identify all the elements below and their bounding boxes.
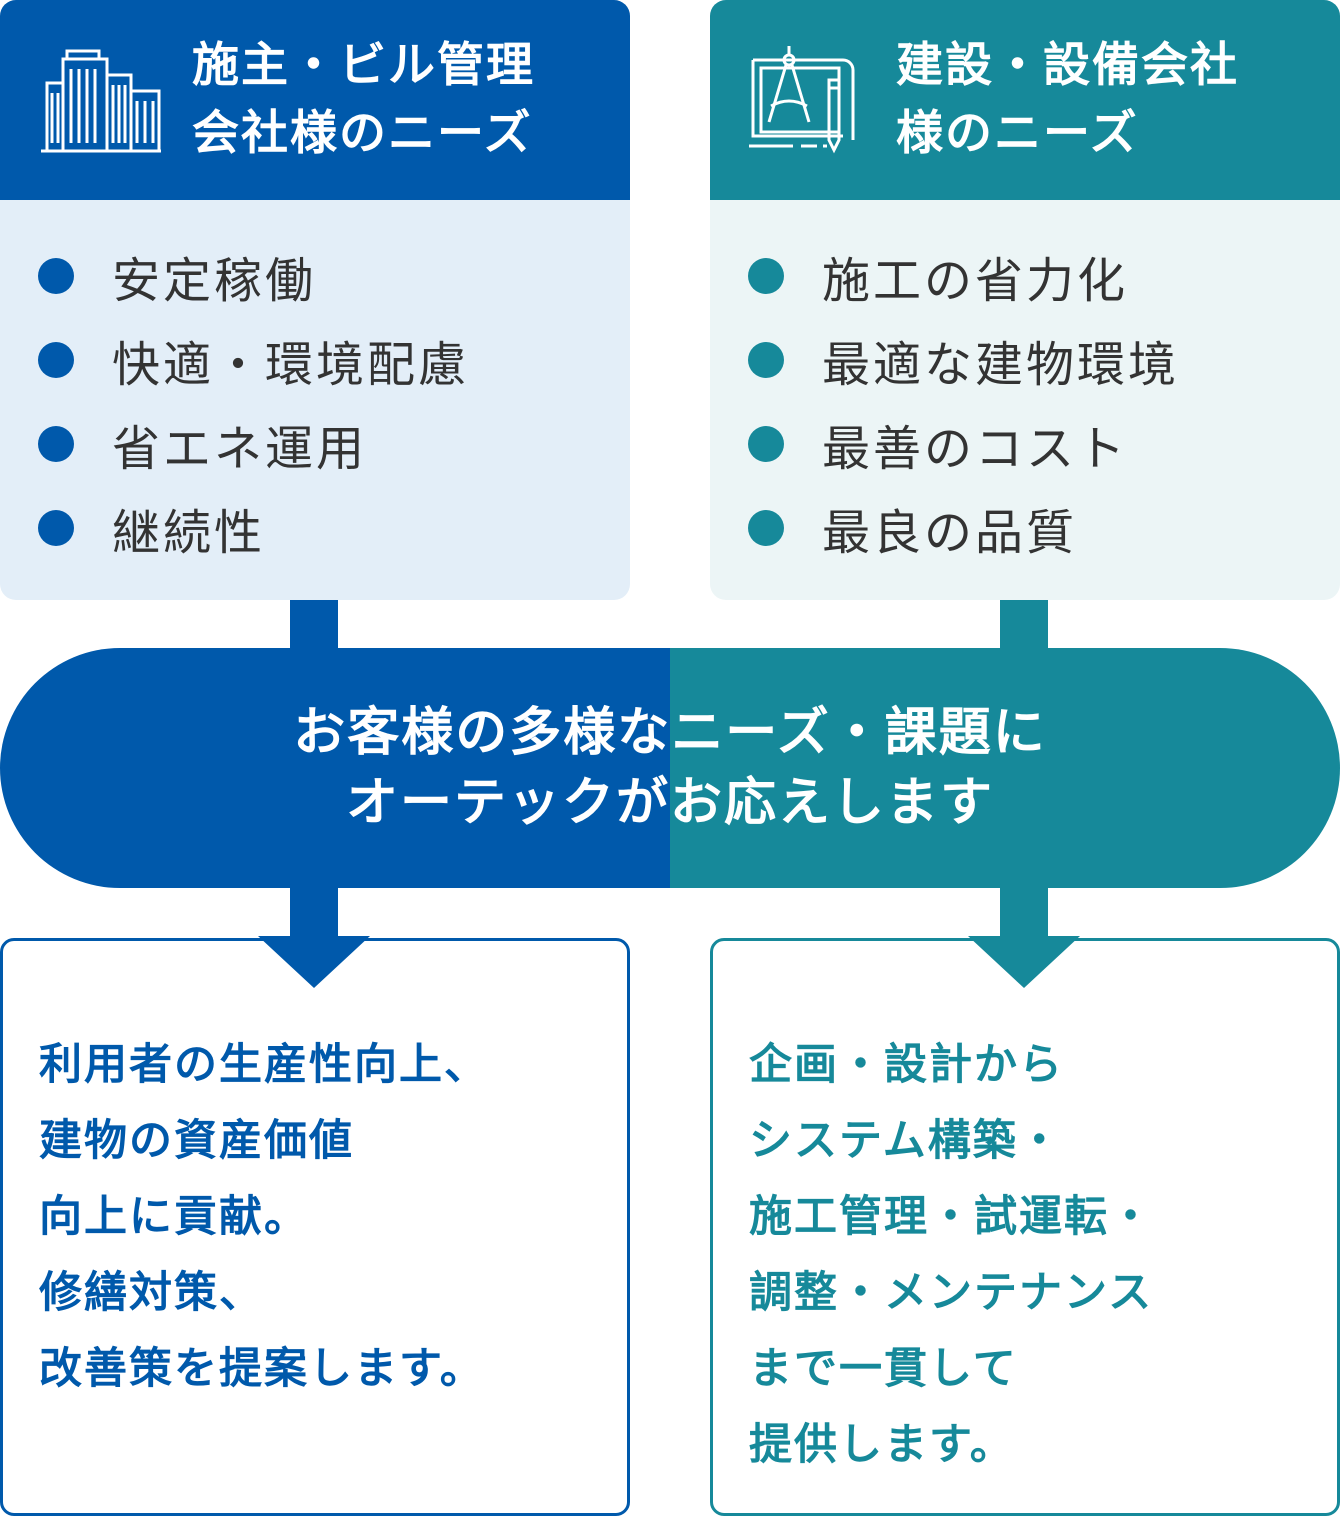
down-arrow-icon	[968, 936, 1080, 988]
owner-solution-box: 利用者の生産性向上、 建物の資産価値 向上に貢献。 修繕対策、 改善策を提案しま…	[0, 938, 630, 1516]
owner-solution-line: 建物の資産価値	[39, 1116, 354, 1166]
blueprint-compass-icon	[746, 40, 866, 160]
bullet-dot	[38, 342, 74, 378]
bullet-dot	[748, 426, 784, 462]
owner-needs-title-line: 施主・ビル管理	[192, 38, 535, 93]
owner-needs-card: 施主・ビル管理 会社様のニーズ 安定稼働 快適・環境配慮 省エネ運用 継続性	[0, 0, 630, 600]
contractor-needs-list: 施工の省力化 最適な建物環境 最善のコスト 最良の品質	[710, 200, 1340, 570]
list-item: 快適・環境配慮	[38, 318, 630, 402]
bullet-dot	[748, 342, 784, 378]
building-icon	[36, 40, 166, 160]
owner-needs-list: 安定稼働 快適・環境配慮 省エネ運用 継続性	[0, 200, 630, 570]
contractor-needs-title-line: 様のニーズ	[896, 106, 1139, 161]
center-message: お客様の多様なニーズ・課題に オーテックがお応えします	[0, 698, 1340, 838]
contractor-needs-title-line: 建設・設備会社	[896, 38, 1239, 93]
owner-solution-line: 向上に貢献。	[39, 1192, 309, 1242]
contractor-solution-line: 企画・設計から	[749, 1040, 1064, 1090]
need-label: 継続性	[112, 505, 266, 561]
contractor-solution-box: 企画・設計から システム構築・ 施工管理・試運転・ 調整・メンテナンス まで一貫…	[710, 938, 1340, 1516]
bullet-dot	[748, 510, 784, 546]
need-label: 安定稼働	[112, 253, 317, 309]
owner-needs-title: 施主・ビル管理 会社様のニーズ	[192, 32, 535, 168]
contractor-needs-card: 建設・設備会社 様のニーズ 施工の省力化 最適な建物環境 最善のコスト 最良の品…	[710, 0, 1340, 600]
owner-solution-text: 利用者の生産性向上、 建物の資産価値 向上に貢献。 修繕対策、 改善策を提案しま…	[39, 1027, 489, 1407]
connector-line	[1000, 880, 1048, 940]
need-label: 省エネ運用	[112, 421, 368, 477]
list-item: 施工の省力化	[748, 234, 1340, 318]
bullet-dot	[38, 258, 74, 294]
contractor-solution-line: システム構築・	[749, 1116, 1063, 1166]
center-message-line: オーテックがお応えします	[345, 773, 994, 833]
need-label: 最善のコスト	[822, 421, 1129, 477]
connector-line	[290, 880, 338, 940]
owner-solution-line: 利用者の生産性向上、	[39, 1040, 489, 1090]
center-message-banner: お客様の多様なニーズ・課題に オーテックがお応えします	[0, 648, 1340, 888]
owner-solution-line: 改善策を提案します。	[39, 1344, 485, 1394]
need-label: 最適な建物環境	[822, 337, 1180, 393]
bullet-dot	[38, 426, 74, 462]
list-item: 安定稼働	[38, 234, 630, 318]
owner-needs-header: 施主・ビル管理 会社様のニーズ	[0, 0, 630, 200]
center-message-line: お客様の多様なニーズ・課題に	[293, 703, 1047, 763]
contractor-solution-text: 企画・設計から システム構築・ 施工管理・試運転・ 調整・メンテナンス まで一貫…	[749, 1027, 1154, 1483]
list-item: 最良の品質	[748, 486, 1340, 570]
owner-solution-line: 修繕対策、	[39, 1268, 264, 1318]
contractor-solution-line: 調整・メンテナンス	[749, 1268, 1154, 1318]
list-item: 最適な建物環境	[748, 318, 1340, 402]
list-item: 継続性	[38, 486, 630, 570]
list-item: 省エネ運用	[38, 402, 630, 486]
bullet-dot	[748, 258, 784, 294]
list-item: 最善のコスト	[748, 402, 1340, 486]
contractor-solution-line: 施工管理・試運転・	[749, 1192, 1154, 1242]
need-label: 快適・環境配慮	[112, 337, 470, 393]
contractor-needs-title: 建設・設備会社 様のニーズ	[896, 32, 1239, 168]
contractor-solution-line: 提供します。	[749, 1420, 1015, 1470]
contractor-solution-line: まで一貫して	[749, 1344, 1018, 1394]
bullet-dot	[38, 510, 74, 546]
need-label: 施工の省力化	[822, 253, 1129, 309]
owner-needs-title-line: 会社様のニーズ	[192, 106, 533, 161]
need-label: 最良の品質	[822, 505, 1078, 561]
contractor-needs-header: 建設・設備会社 様のニーズ	[710, 0, 1340, 200]
down-arrow-icon	[258, 936, 370, 988]
